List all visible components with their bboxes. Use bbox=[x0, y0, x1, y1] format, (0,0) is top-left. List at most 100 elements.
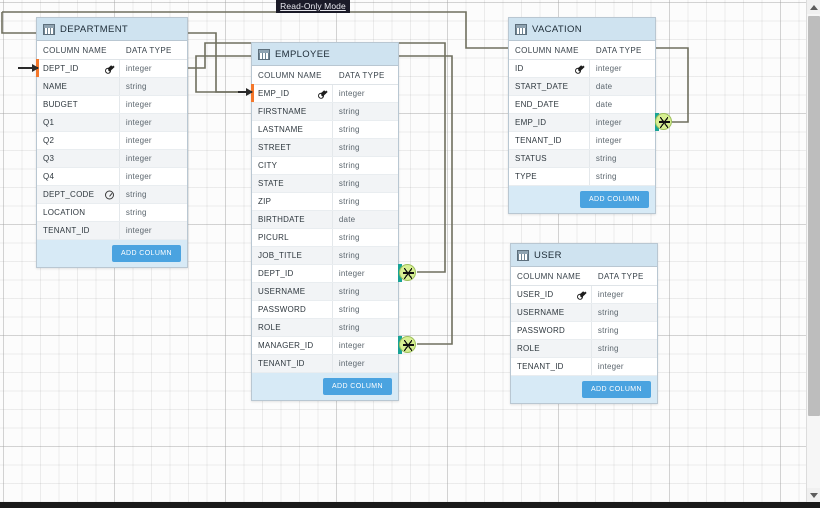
scroll-up-button[interactable] bbox=[807, 0, 820, 14]
table-row[interactable]: EMP_ID integer bbox=[509, 113, 659, 132]
column-type-cell: integer bbox=[125, 226, 152, 235]
add-column-button[interactable]: ADD COLUMN bbox=[322, 378, 392, 395]
column-name-cell: USERNAME bbox=[511, 304, 592, 321]
column-type-cell: integer bbox=[338, 269, 365, 278]
column-type-cell: integer bbox=[597, 362, 624, 371]
add-column-button[interactable]: ADD COLUMN bbox=[579, 191, 649, 208]
column-name-cell: ROLE bbox=[511, 340, 592, 357]
column-name-cell: Q1 bbox=[37, 114, 120, 131]
table-row[interactable]: LOCATION string bbox=[37, 204, 187, 222]
column-type-cell: integer bbox=[595, 118, 622, 127]
table-row[interactable]: TYPE string bbox=[509, 168, 655, 186]
table-row[interactable]: Q3 integer bbox=[37, 150, 187, 168]
table-row[interactable]: START_DATE date bbox=[509, 78, 655, 96]
primary-key-icon bbox=[574, 64, 583, 73]
add-column-button[interactable]: ADD COLUMN bbox=[581, 381, 651, 398]
table-row[interactable]: CITY string bbox=[252, 157, 398, 175]
column-type-cell: integer bbox=[125, 136, 152, 145]
table-row[interactable]: Q4 integer bbox=[37, 168, 187, 186]
bottom-bar bbox=[0, 502, 820, 508]
table-row[interactable]: DEPT_ID integer bbox=[36, 59, 187, 78]
table-row[interactable]: TENANT_ID integer bbox=[37, 222, 187, 240]
column-name-text: EMP_ID bbox=[515, 118, 547, 127]
column-name-text: Q3 bbox=[43, 154, 55, 163]
column-name-text: STATUS bbox=[515, 154, 547, 163]
table-row[interactable]: Q1 integer bbox=[37, 114, 187, 132]
entity-employee-footer: ADD COLUMN bbox=[252, 373, 398, 400]
table-row[interactable]: MANAGER_ID integer bbox=[252, 336, 402, 355]
chevron-down-icon bbox=[810, 492, 818, 498]
column-name-text: STREET bbox=[258, 143, 292, 152]
entity-vacation-title: VACATION bbox=[532, 23, 582, 35]
table-row[interactable]: USER_ID integer bbox=[511, 286, 657, 304]
table-row[interactable]: ROLE string bbox=[511, 340, 657, 358]
table-row[interactable]: USERNAME string bbox=[252, 283, 398, 301]
entity-employee[interactable]: EMPLOYEE COLUMN NAME DATA TYPE EMP_ID in… bbox=[251, 42, 402, 401]
table-row[interactable]: TENANT_ID integer bbox=[252, 355, 398, 373]
vertical-scrollbar-thumb[interactable] bbox=[808, 16, 820, 416]
table-row[interactable]: DEPT_CODE string bbox=[37, 186, 187, 204]
table-row[interactable]: STATE string bbox=[252, 175, 398, 193]
table-row[interactable]: TENANT_ID integer bbox=[511, 358, 657, 376]
column-type-cell: integer bbox=[338, 89, 365, 98]
unique-index-icon bbox=[104, 190, 114, 199]
table-row[interactable]: NAME string bbox=[37, 78, 187, 96]
vertical-scrollbar[interactable] bbox=[806, 0, 820, 502]
column-name-cell: PASSWORD bbox=[252, 301, 333, 318]
column-name-text: TYPE bbox=[515, 172, 537, 181]
column-type-cell: string bbox=[338, 125, 360, 134]
table-row[interactable]: STATUS string bbox=[509, 150, 655, 168]
table-row[interactable]: DEPT_ID integer bbox=[252, 264, 402, 283]
scroll-down-button[interactable] bbox=[807, 488, 820, 502]
table-row[interactable]: JOB_TITLE string bbox=[252, 247, 398, 265]
column-name-text: USERNAME bbox=[517, 308, 565, 317]
column-name-text: DEPT_CODE bbox=[43, 190, 95, 199]
table-row[interactable]: BIRTHDATE date bbox=[252, 211, 398, 229]
table-row[interactable]: END_DATE date bbox=[509, 96, 655, 114]
table-row[interactable]: PASSWORD string bbox=[511, 322, 657, 340]
table-row[interactable]: ZIP string bbox=[252, 193, 398, 211]
column-name-text: END_DATE bbox=[515, 100, 560, 109]
table-row[interactable]: STREET string bbox=[252, 139, 398, 157]
add-column-button[interactable]: ADD COLUMN bbox=[111, 245, 181, 262]
table-row[interactable]: Q2 integer bbox=[37, 132, 187, 150]
table-row[interactable]: PASSWORD string bbox=[252, 301, 398, 319]
column-type-cell: string bbox=[125, 190, 147, 199]
er-diagram-canvas[interactable]: DEPARTMENT COLUMN NAME DATA TYPE DEPT_ID… bbox=[0, 0, 806, 502]
column-name-text: START_DATE bbox=[515, 82, 569, 91]
entity-user[interactable]: USER COLUMN NAME DATA TYPE USER_ID integ… bbox=[510, 243, 658, 404]
table-row[interactable]: LASTNAME string bbox=[252, 121, 398, 139]
column-name-text: USER_ID bbox=[517, 290, 554, 299]
column-name-text: TENANT_ID bbox=[517, 362, 564, 371]
column-name-cell: LOCATION bbox=[37, 204, 120, 221]
column-name-text: Q4 bbox=[43, 172, 55, 181]
column-name-cell: CITY bbox=[252, 157, 333, 174]
column-name-cell: DEPT_ID bbox=[36, 59, 120, 77]
column-name-text: EMP_ID bbox=[258, 89, 290, 98]
column-name-cell: Q2 bbox=[37, 132, 120, 149]
column-header-row: COLUMN NAME DATA TYPE bbox=[511, 267, 657, 286]
table-row[interactable]: TENANT_ID integer bbox=[509, 132, 655, 150]
crowfoot-employee-managerid bbox=[399, 336, 416, 353]
read-only-mode-label: Read-Only Mode bbox=[280, 1, 346, 11]
entity-vacation[interactable]: VACATION COLUMN NAME DATA TYPE ID intege… bbox=[508, 17, 659, 214]
column-header-row: COLUMN NAME DATA TYPE bbox=[252, 66, 398, 85]
table-row[interactable]: ROLE string bbox=[252, 319, 398, 337]
table-row[interactable]: USERNAME string bbox=[511, 304, 657, 322]
primary-key-icon bbox=[317, 89, 326, 98]
column-name-text: DEPT_ID bbox=[258, 269, 294, 278]
column-type-cell: string bbox=[338, 197, 360, 206]
column-type-cell: integer bbox=[597, 290, 624, 299]
column-name-cell: PICURL bbox=[252, 229, 333, 246]
table-row[interactable]: ID integer bbox=[509, 60, 655, 78]
column-type-cell: integer bbox=[125, 64, 152, 73]
table-row[interactable]: EMP_ID integer bbox=[251, 84, 398, 103]
table-row[interactable]: PICURL string bbox=[252, 229, 398, 247]
column-type-cell: string bbox=[597, 344, 619, 353]
table-row[interactable]: BUDGET integer bbox=[37, 96, 187, 114]
column-name-text: STATE bbox=[258, 179, 284, 188]
column-name-cell: MANAGER_ID bbox=[252, 337, 333, 354]
column-type-cell: string bbox=[338, 233, 360, 242]
entity-department[interactable]: DEPARTMENT COLUMN NAME DATA TYPE DEPT_ID… bbox=[36, 17, 188, 268]
table-row[interactable]: FIRSTNAME string bbox=[252, 103, 398, 121]
